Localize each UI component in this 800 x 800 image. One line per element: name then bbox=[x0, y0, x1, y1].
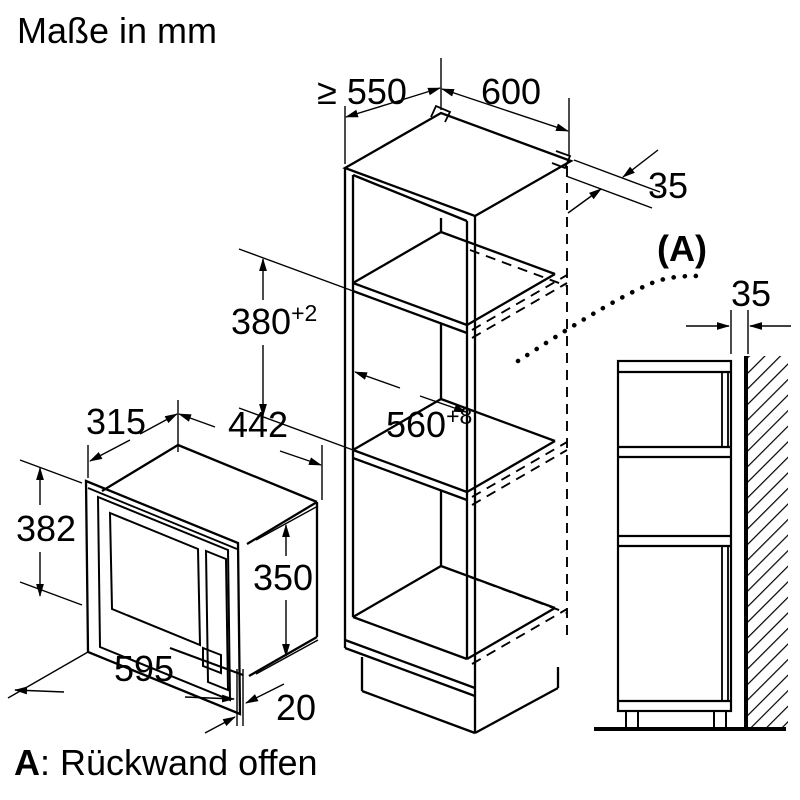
cabinet-shelf-upper bbox=[352, 230, 556, 335]
label-detail-a: (A) bbox=[657, 228, 707, 269]
cabinet-bottom-face bbox=[352, 564, 556, 661]
side-view-cabinet bbox=[616, 359, 733, 728]
footnote: A: Rückwand offen bbox=[14, 742, 318, 783]
dim-niche-height bbox=[238, 248, 354, 451]
cabinet-plinth bbox=[344, 638, 560, 735]
dim-body-width bbox=[178, 413, 323, 500]
dim-rear-top-gap bbox=[565, 149, 661, 214]
microwave-isometric bbox=[84, 443, 319, 716]
dim-niche-width bbox=[354, 371, 467, 413]
microwave-display bbox=[202, 646, 222, 675]
dim-body-depth bbox=[87, 400, 179, 478]
dim-body-height bbox=[255, 505, 319, 675]
dim-front-width bbox=[7, 651, 244, 726]
side-view-detail bbox=[594, 356, 788, 731]
dim-cabinet-width bbox=[441, 88, 570, 156]
label-front-protrusion: 20 bbox=[276, 687, 316, 728]
label-niche-depth: ≥ 550 bbox=[317, 71, 407, 112]
label-cabinet-width: 600 bbox=[481, 71, 541, 112]
dim-front-protrusion bbox=[204, 683, 285, 734]
label-wall-clearance: 35 bbox=[731, 273, 771, 314]
cabinet-hidden-edges bbox=[469, 166, 568, 665]
microwave-body bbox=[101, 443, 319, 677]
microwave-control-panel bbox=[204, 549, 230, 692]
label-body-height: 350 bbox=[253, 557, 313, 598]
label-body-width: 442 bbox=[228, 404, 288, 445]
label-body-depth: 315 bbox=[86, 401, 146, 442]
label-niche-height: 380+2 bbox=[231, 300, 317, 342]
label-front-height: 382 bbox=[16, 508, 76, 549]
wall-hatching bbox=[747, 356, 788, 729]
side-view-legs bbox=[625, 711, 727, 728]
cabinet-top-face bbox=[342, 111, 574, 218]
dim-niche-depth bbox=[344, 58, 442, 164]
cabinet-isometric bbox=[342, 104, 574, 735]
microwave-door-window bbox=[108, 511, 202, 647]
detail-leader-dotted-line bbox=[515, 273, 709, 364]
page-title: Maße in mm bbox=[17, 10, 217, 51]
dimension-lines bbox=[7, 58, 791, 734]
dimension-labels: ≥ 550 600 35 380+2 560+8 315 442 382 350… bbox=[16, 71, 771, 728]
label-rear-top-gap: 35 bbox=[648, 165, 688, 206]
dim-front-height bbox=[19, 459, 83, 606]
label-niche-width: 560+8 bbox=[386, 403, 472, 445]
label-front-width: 595 bbox=[114, 648, 174, 689]
cabinet-shelf-lower bbox=[352, 397, 556, 502]
dim-wall-clearance bbox=[686, 310, 791, 354]
